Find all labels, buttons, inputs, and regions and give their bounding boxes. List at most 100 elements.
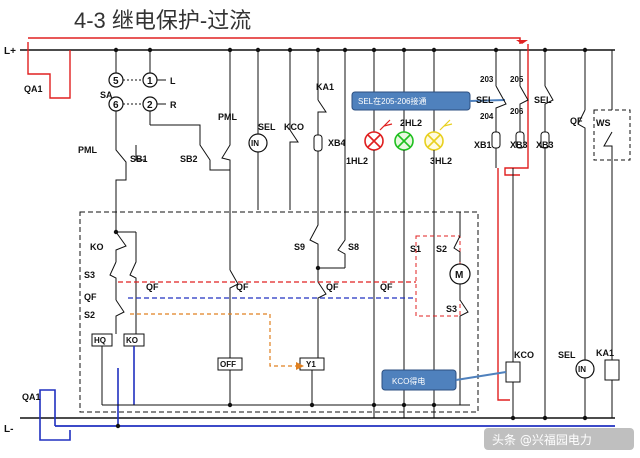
ka1-top-label: KA1	[316, 82, 334, 92]
red-top-arrow	[516, 40, 528, 44]
blue-qa1-loop	[39, 389, 71, 441]
s3-switch	[109, 261, 117, 300]
ka1-coil	[604, 359, 620, 381]
ws-switch	[603, 131, 613, 360]
sel-callout-pointer	[469, 99, 506, 102]
s9-label: S9	[294, 242, 305, 252]
orange-dashed-arrow	[296, 362, 304, 370]
pml-mid-switch	[221, 125, 231, 210]
kco2-coil	[505, 361, 521, 383]
xb1-label: XB1	[474, 140, 492, 150]
xb3a-link	[515, 131, 525, 149]
xb4-link	[313, 134, 323, 152]
s3-mid-switch	[459, 284, 469, 405]
qf-ko-switch	[129, 232, 137, 334]
sb2-wire	[150, 124, 230, 171]
kco1-switch	[289, 129, 299, 210]
off-qf-switch	[229, 269, 239, 358]
ko-box-label: KO	[126, 336, 138, 345]
t204-label: 204	[480, 112, 494, 121]
s8-switch	[337, 225, 346, 268]
hq-label: HQ	[94, 336, 106, 345]
red-down-path	[497, 168, 510, 401]
watermark-bg	[484, 428, 634, 450]
sb2-label: SB2	[180, 154, 198, 164]
s8-label: S8	[348, 242, 359, 252]
qf-l1-label: QF	[84, 292, 97, 302]
s3-mid-label: S3	[446, 304, 457, 314]
t203-label: 203	[480, 75, 494, 84]
s2-mid-label: S2	[436, 244, 447, 254]
s3-left-label: S3	[84, 270, 95, 280]
s2-mid-switch	[453, 212, 461, 262]
sel4-label: SEL	[558, 350, 576, 360]
hl2-label: 2HL2	[400, 118, 422, 128]
pml-left-switch	[115, 136, 127, 200]
s2-left-label: S2	[84, 310, 95, 320]
s9-switch	[309, 210, 319, 268]
motor-label: M	[455, 270, 463, 281]
ws-label: WS	[596, 118, 611, 128]
junction-dots	[113, 47, 588, 429]
qf-right-label: QF	[570, 116, 583, 126]
xb3a-label: XB3	[510, 140, 528, 150]
red-right-path	[504, 44, 529, 176]
kco-callout-text: KCO得电	[392, 376, 425, 386]
sa-r-label: R	[170, 100, 177, 110]
kco-callout-pointer	[455, 371, 507, 381]
sel3-label: SEL	[534, 95, 552, 105]
negative-label: L-	[4, 424, 13, 435]
ko-switch	[115, 231, 127, 262]
sa-l-label: L	[170, 76, 176, 86]
in2-label: IN	[578, 365, 586, 374]
ka1-bottom-label: KA1	[596, 348, 614, 358]
kco2-label: KCO	[514, 350, 534, 360]
pml-left-label: PML	[78, 145, 98, 155]
y1-label: Y1	[306, 360, 316, 369]
hl3-label: 3HL2	[430, 156, 452, 166]
sa-contact-2-label: 2	[147, 100, 153, 111]
hl1-cross	[367, 134, 381, 148]
orange-dashed-link	[130, 313, 300, 367]
sel-callout-text: SEL在205-206接通	[358, 96, 426, 106]
kco1-label: KCO	[284, 122, 304, 132]
pml-mid-label: PML	[218, 112, 238, 122]
t206-label: 206	[510, 107, 524, 116]
sel-205-switch	[519, 85, 529, 132]
diagram-title: 4-3 继电保护-过流	[74, 8, 251, 33]
sel2-label: SEL	[476, 95, 494, 105]
s1-label: S1	[410, 244, 421, 254]
sel2-switch	[495, 85, 507, 132]
in1-label: IN	[251, 139, 259, 148]
hl3-rays	[439, 119, 453, 131]
breaker-box	[79, 211, 479, 413]
qa1-bottom-label: QA1	[22, 392, 41, 402]
qf-right-switch	[577, 109, 586, 360]
s2-left-switch	[115, 299, 125, 334]
hl1-rays	[379, 119, 393, 131]
sb1-label: SB1	[130, 154, 148, 164]
t205-label: 205	[510, 75, 524, 84]
qf-b-label: QF	[236, 282, 249, 292]
ko-left-label: KO	[90, 242, 104, 252]
hl1-label: 1HL2	[346, 156, 368, 166]
sa-label: SA	[100, 90, 113, 100]
hl3-cross	[427, 134, 441, 148]
sa-contact-6-label: 6	[113, 100, 119, 111]
positive-label: L+	[4, 46, 16, 57]
watermark: 头条 @兴福园电力	[492, 432, 592, 447]
sb1-switch	[135, 145, 146, 161]
qf-a-label: QF	[146, 282, 159, 292]
xb1-link	[491, 131, 501, 149]
red-qa1-loop	[27, 42, 71, 99]
qf-d-label: QF	[380, 282, 393, 292]
qa1-top-label: QA1	[24, 84, 43, 94]
sel3-switch	[544, 85, 554, 132]
sa-contact-5-label: 5	[113, 76, 119, 87]
red-top-path	[28, 37, 521, 44]
ws-box	[593, 109, 631, 161]
y1-qf-switch	[317, 268, 327, 358]
off-label: OFF	[220, 360, 236, 369]
